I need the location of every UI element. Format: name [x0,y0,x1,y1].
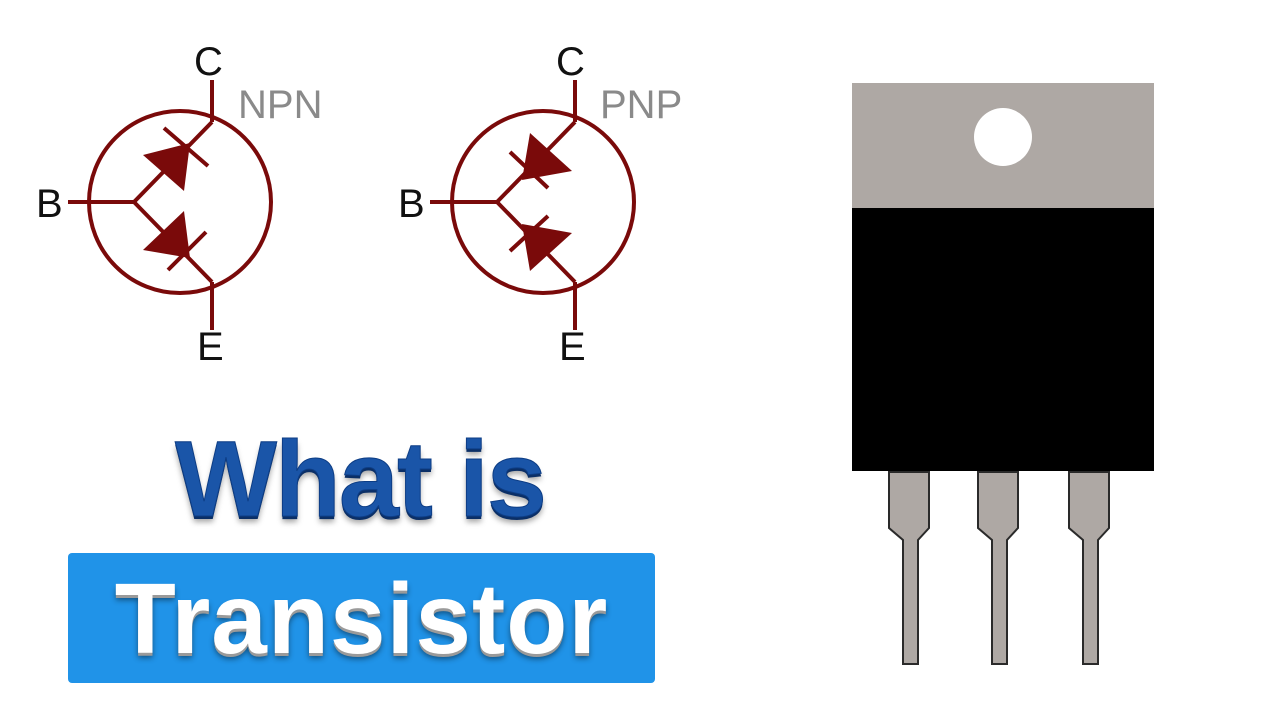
npn-collector-label: C [194,40,223,84]
pnp-emitter-label: E [559,325,586,369]
title-banner: Transistor [68,553,655,683]
pnp-bc-diode-arrow [522,133,572,180]
package-lead-right [1068,471,1110,665]
npn-base-label: B [36,182,63,226]
package-body [852,208,1154,471]
package-lead-middle [977,471,1019,665]
pnp-base-label: B [398,182,425,226]
npn-be-diode-arrow [143,211,190,258]
title-transistor: Transistor [114,563,609,675]
package-lead-left [888,471,930,665]
package-mounting-hole [974,108,1032,166]
pnp-collector-label: C [556,40,585,84]
title-what-is: What is [174,418,547,539]
pnp-type-label: PNP [600,83,683,127]
npn-emitter-label: E [197,325,224,369]
npn-type-label: NPN [238,83,323,127]
npn-bc-diode-arrow [143,143,190,191]
pnp-be-diode-arrow [522,224,572,271]
